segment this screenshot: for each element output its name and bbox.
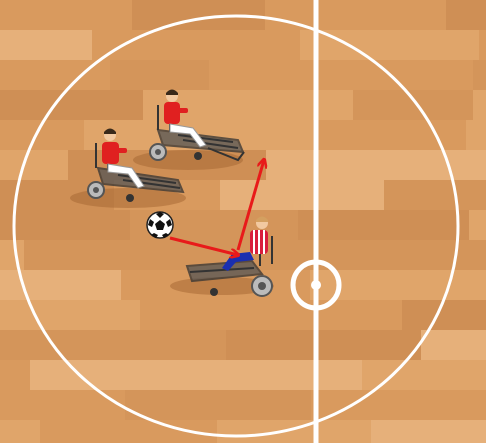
floor-plank xyxy=(226,330,421,360)
floor-plank xyxy=(125,390,311,420)
floor-plank xyxy=(0,0,132,30)
front-wheel xyxy=(126,194,134,202)
floor-plank xyxy=(479,30,486,60)
floor-plank xyxy=(21,390,125,420)
floor-plank xyxy=(384,180,486,210)
floor-plank xyxy=(0,90,143,120)
floor-plank xyxy=(0,390,21,420)
floor-plank xyxy=(0,360,30,390)
floor-plank xyxy=(0,210,130,240)
floor-plank xyxy=(298,210,469,240)
floor-plank xyxy=(310,270,458,300)
floor-plank xyxy=(147,360,362,390)
floor-plank xyxy=(140,300,402,330)
floor-plank xyxy=(371,420,486,443)
floor-plank xyxy=(458,270,486,300)
soccer-ball-icon xyxy=(147,212,173,238)
floor-plank xyxy=(265,0,446,30)
floor-plank xyxy=(0,420,40,443)
center-spot xyxy=(311,280,321,290)
floor-plank xyxy=(110,60,209,90)
floor-plank xyxy=(473,60,486,90)
floor-plank xyxy=(313,120,466,150)
front-wheel xyxy=(194,152,202,160)
floor-plank xyxy=(217,420,371,443)
floor-plank xyxy=(469,210,486,240)
floor-plank xyxy=(30,360,147,390)
floor-plank xyxy=(311,390,486,420)
floor-plank xyxy=(421,330,486,360)
floor-plank xyxy=(251,240,486,270)
floor-plank xyxy=(0,270,121,300)
floor-plank xyxy=(402,300,486,330)
front-wheel xyxy=(210,288,218,296)
floor-plank xyxy=(0,30,92,60)
floor-plank xyxy=(0,240,24,270)
floor-plank xyxy=(353,90,473,120)
floor-plank xyxy=(473,90,486,120)
floor-plank xyxy=(0,300,140,330)
floor-plank xyxy=(209,60,473,90)
floor-plank xyxy=(466,120,486,150)
floor-plank xyxy=(54,330,226,360)
floor-plank xyxy=(446,0,486,30)
floor-plank xyxy=(0,150,68,180)
floor-plank xyxy=(220,180,384,210)
